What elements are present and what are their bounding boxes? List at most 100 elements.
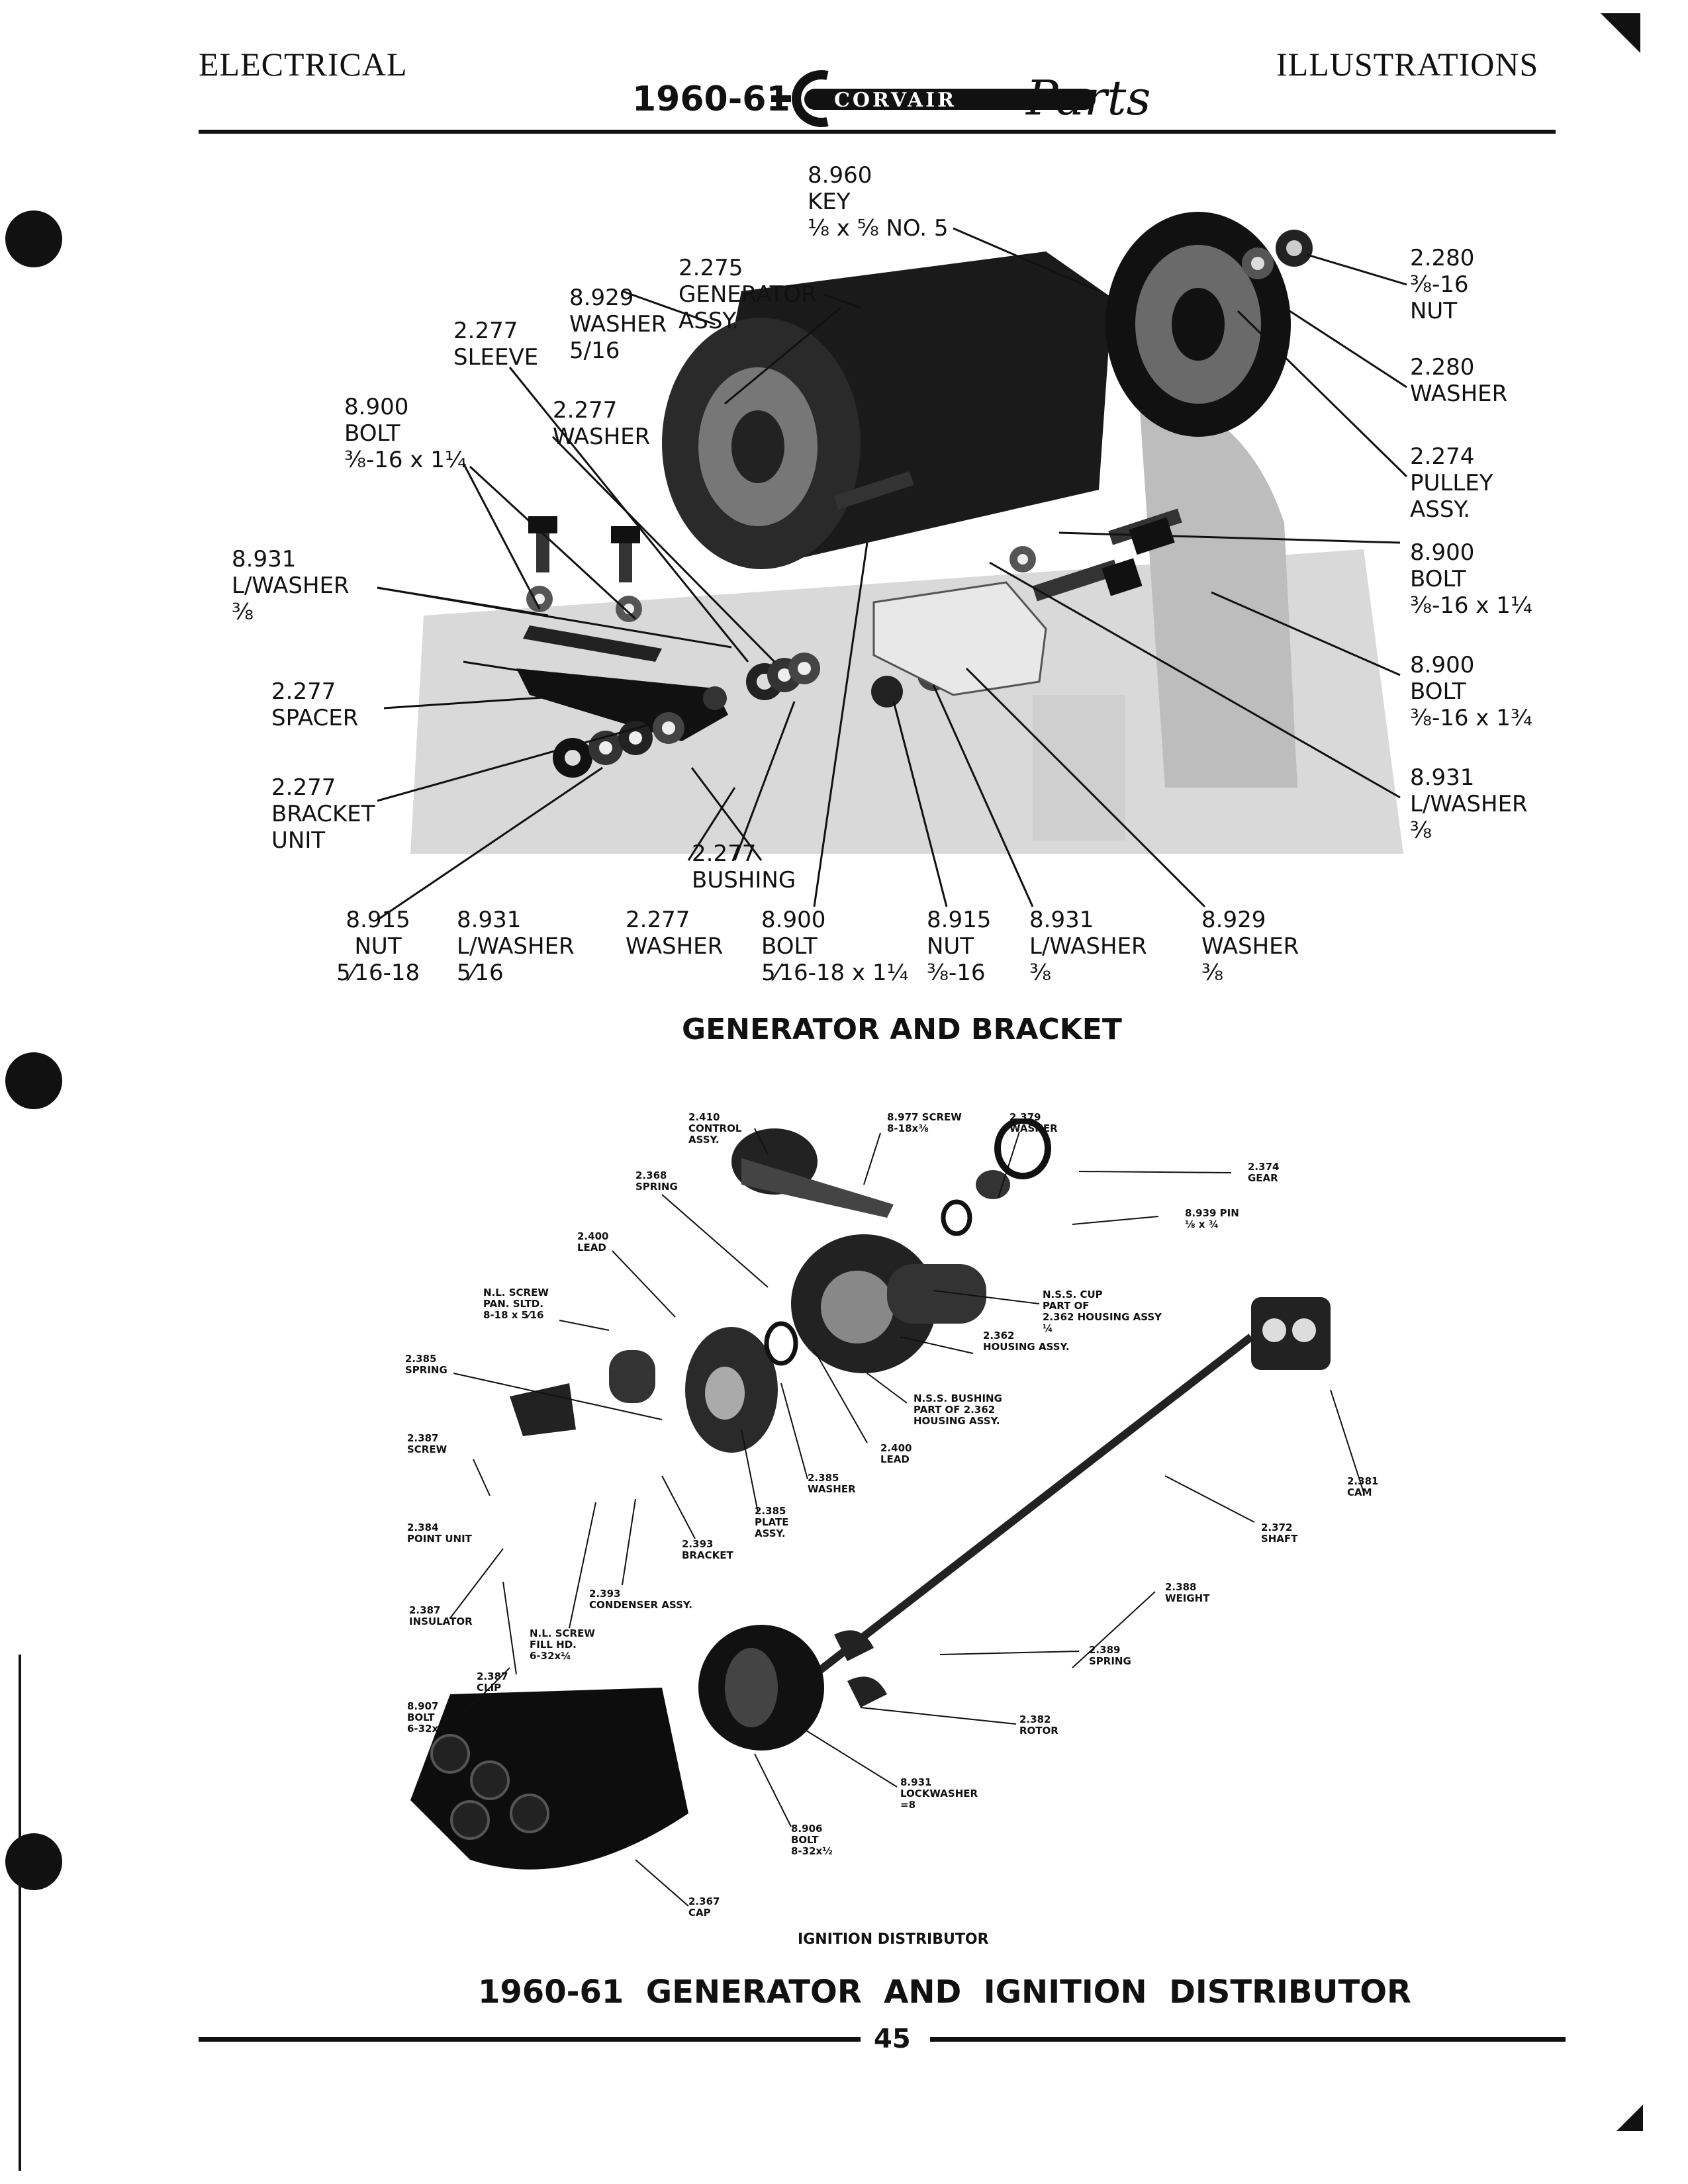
page-title: 1960-61 GENERATOR AND IGNITION DISTRIBUT…: [478, 1974, 1411, 2011]
callout-line: ¼: [1043, 1322, 1053, 1334]
callout-line: WASHER: [1201, 933, 1299, 960]
callout-line: L/WASHER: [232, 572, 350, 599]
callout-line: ROTOR: [1019, 1725, 1058, 1737]
footer-rule-left: [199, 2037, 861, 2042]
callout-line: ⅜: [1410, 817, 1432, 844]
punch-hole-3: [5, 1833, 62, 1890]
callout-line: 8-32x½: [791, 1845, 833, 1857]
callout-line: 8.907: [407, 1700, 439, 1712]
callout-line: 2.389: [1089, 1644, 1121, 1656]
callout-line: NUT: [927, 933, 974, 960]
callout-line: 2.385: [808, 1472, 839, 1484]
callout-line: SPACER: [271, 705, 359, 731]
callout-line: 8.960: [808, 162, 872, 189]
callout-line: FILL HD.: [530, 1639, 577, 1651]
callout-line: BOLT: [407, 1711, 435, 1723]
callout-line: 8.900: [1410, 652, 1475, 678]
callout-line: ASSY.: [755, 1527, 786, 1539]
header-rule: [199, 130, 1556, 134]
callout-line: 2.385: [755, 1505, 786, 1517]
callout-line: SPRING: [405, 1364, 447, 1376]
logo-text: CORVAIR: [834, 89, 957, 112]
distributor-illustration: [410, 1118, 1331, 1870]
callout-line: BOLT: [1410, 678, 1466, 705]
callout-line: CONDENSER ASSY.: [589, 1599, 693, 1611]
generator-caption: GENERATOR AND BRACKET: [682, 1013, 1122, 1046]
callout-line: 8.915: [927, 907, 992, 933]
callout-line: LEAD: [577, 1242, 606, 1253]
callout-line: 2.400: [577, 1230, 609, 1242]
callout-line: 8-18 x 5⁄16: [483, 1309, 544, 1321]
callout-line: SPRING: [1089, 1655, 1131, 1667]
callout-line: 2.393: [682, 1538, 714, 1550]
callout-line: INSULATOR: [409, 1615, 473, 1627]
callout-line: ⅛ x ¾: [1185, 1218, 1219, 1230]
callout-line: 2.368: [635, 1169, 667, 1181]
page-number: 45: [874, 2024, 911, 2054]
callout-line: WEIGHT: [1165, 1592, 1210, 1604]
callout-line: CONTROL: [688, 1122, 742, 1134]
callout-line: 8.929: [1201, 907, 1266, 933]
callout-line: 2.387: [477, 1670, 508, 1682]
callout-line: POINT UNIT: [407, 1533, 472, 1545]
punch-hole-1: [5, 210, 62, 267]
callout-line: SPRING: [635, 1181, 678, 1193]
callout-line: WASHER: [1009, 1122, 1058, 1134]
callout-line: N.L. SCREW: [483, 1287, 549, 1298]
punch-hole-2: [5, 1052, 62, 1109]
callout-line: ⅜: [1029, 960, 1051, 986]
callout-line: ⅜-16 x 1¼: [344, 447, 467, 473]
logo-shape-icon: [771, 70, 1096, 127]
callout-line: ⅜: [232, 599, 254, 625]
callout-line: N.S.S. BUSHING: [914, 1392, 1002, 1404]
callout-line: ⅜-16: [927, 960, 986, 986]
callout-line: BUSHING: [692, 867, 796, 893]
callout-line: 2.381: [1347, 1475, 1379, 1487]
callout-line: WASHER: [1410, 381, 1508, 407]
callout-line: N.S.S. CUP: [1043, 1289, 1103, 1300]
generator-illustration: [410, 212, 1403, 854]
callout-line: UNIT: [271, 827, 326, 854]
callout-line: 2.274: [1410, 443, 1475, 470]
callout-line: PULLEY: [1410, 470, 1493, 496]
callout-line: BRACKET: [682, 1549, 733, 1561]
callout-line: 8.931: [1410, 764, 1475, 791]
callout-line: WASHER: [569, 311, 667, 338]
distributor-caption: IGNITION DISTRIBUTOR: [798, 1931, 989, 1948]
callout-line: 2.277: [271, 774, 336, 801]
callout-line: GEAR: [1248, 1172, 1278, 1184]
distributor-leader-lines: [449, 1128, 1364, 1907]
callout-line: 5⁄16-18: [336, 960, 420, 986]
callout-line: ASSY.: [688, 1134, 720, 1146]
section-subtitle: ILLUSTRATIONS: [1276, 46, 1539, 83]
callout-line: PART OF 2.362: [914, 1404, 996, 1416]
callout-line: BOLT: [791, 1834, 819, 1846]
corner-mark-top-icon: [1601, 13, 1640, 53]
callout-line: 8.977 SCREW: [887, 1111, 962, 1123]
callout-line: BOLT: [1410, 566, 1466, 592]
callout-line: PAN. SLTD.: [483, 1298, 543, 1310]
